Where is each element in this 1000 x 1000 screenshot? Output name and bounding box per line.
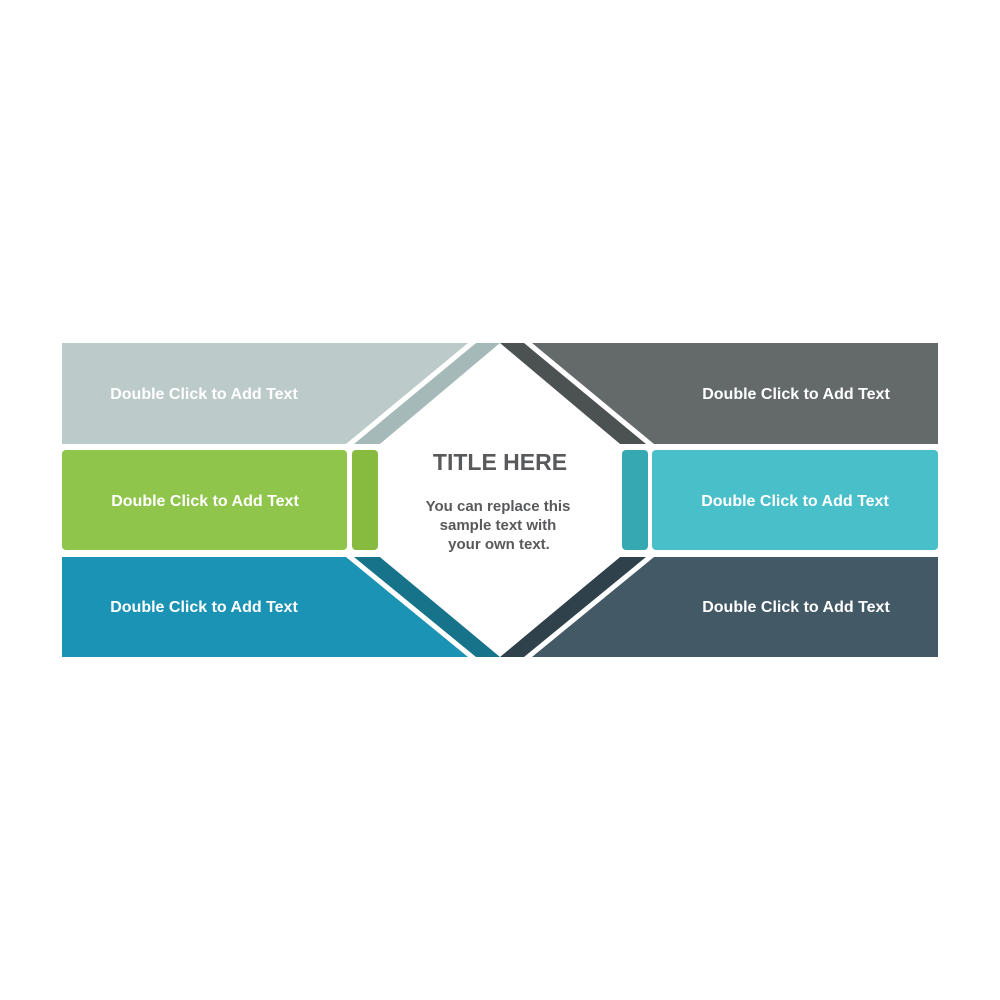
block-middle-right[interactable] — [652, 450, 938, 550]
block-top-right-label[interactable]: Double Click to Add Text — [702, 386, 890, 403]
center-text-line-1[interactable]: You can replace this — [426, 498, 571, 515]
block-bottom-right[interactable] — [532, 557, 938, 657]
center-title[interactable]: TITLE HERE — [433, 449, 567, 475]
block-bottom-left[interactable] — [62, 557, 468, 657]
block-middle-right-label[interactable]: Double Click to Add Text — [701, 493, 889, 510]
block-top-right[interactable] — [532, 343, 938, 444]
block-middle-left-label[interactable]: Double Click to Add Text — [111, 493, 299, 510]
block-top-left-label[interactable]: Double Click to Add Text — [110, 386, 298, 403]
accent-top-left — [354, 343, 500, 444]
block-top-left[interactable] — [62, 343, 468, 444]
accent-middle-left — [352, 450, 378, 550]
block-bottom-left-label[interactable]: Double Click to Add Text — [110, 599, 298, 616]
accent-top-right — [500, 343, 646, 444]
center-text-line-2[interactable]: sample text with — [440, 517, 557, 534]
center-hexagon — [380, 345, 620, 656]
block-bottom-right-label[interactable]: Double Click to Add Text — [702, 599, 890, 616]
center-text-line-3[interactable]: your own text. — [448, 536, 550, 553]
block-middle-left[interactable] — [62, 450, 347, 550]
accent-bottom-right — [500, 557, 646, 657]
accent-middle-right — [622, 450, 648, 550]
accent-bottom-left — [354, 557, 500, 657]
